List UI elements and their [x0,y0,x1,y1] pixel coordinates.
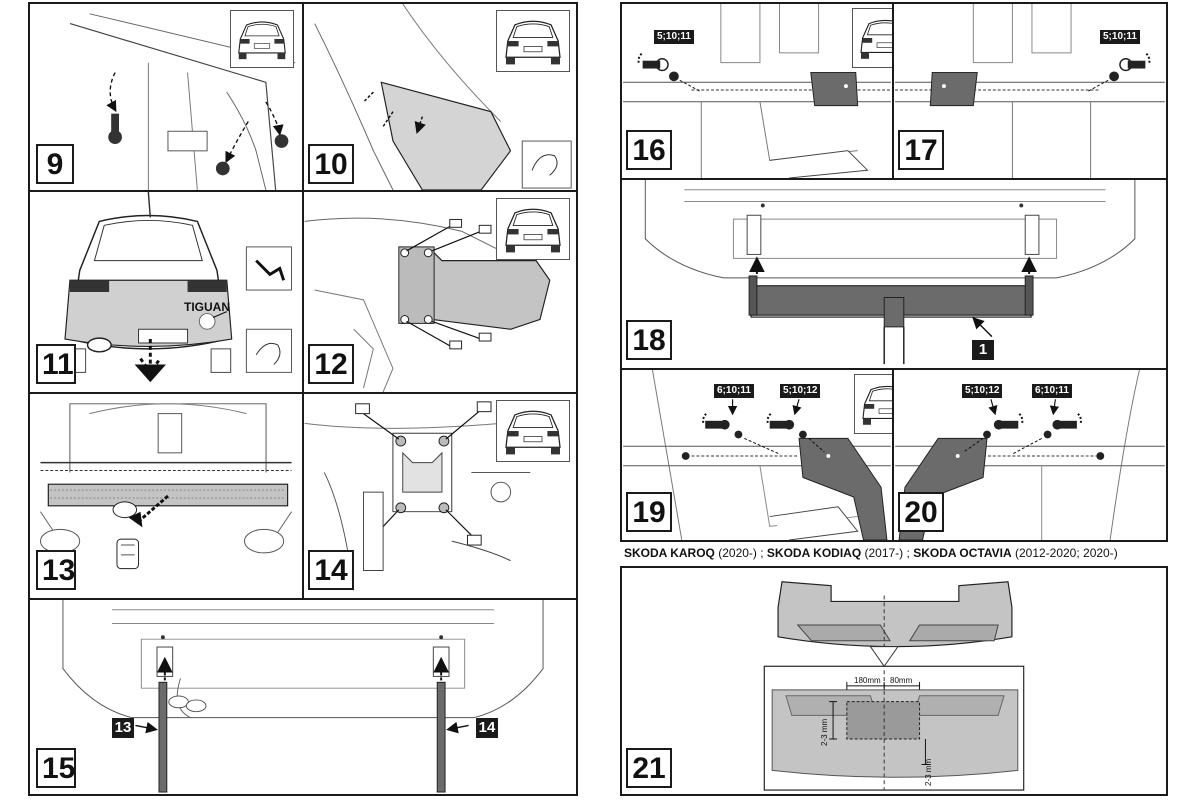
step-9-illustration [69,13,296,190]
step-10-panel: 10 [302,2,578,192]
dimension-top-gap: 2-3 mm [820,718,829,746]
vehicle-models-heading: SKODA KAROQ (2020-) ; SKODA KODIAQ (2017… [624,546,1118,560]
step-11-panel: TIGUAN 11 [28,190,304,394]
karoq-name: SKODA KAROQ [624,546,715,560]
step-number: 15 [36,748,76,788]
step-number: 9 [36,144,74,184]
bolt-set-label: 6;10;11 [1032,384,1072,398]
car-thumbnail [230,10,294,68]
part-14-label: 14 [476,718,498,738]
kodiaq-name: SKODA KODIAQ [766,546,862,560]
dimension-left-width: 180mm [854,676,881,685]
step-13-panel: 13 [28,392,304,600]
step-10-illustration [314,4,572,190]
step-14-panel: 14 [302,392,578,600]
step-number: 20 [898,492,944,532]
step-20-panel: 5;10;12 6;10;11 20 [892,368,1168,542]
step-16-illustration [623,4,891,178]
tiguan-label: TIGUAN [184,300,230,314]
step-number: 16 [626,130,672,170]
car-thumbnail [854,374,892,434]
step-12-panel: 12 [302,190,578,394]
part-13-label: 13 [112,718,134,738]
dimension-bottom-gap: 2-3 mm [924,758,933,786]
car-thumbnail [496,198,570,260]
step-number: 12 [308,344,354,384]
kodiaq-years: (2017-) ; [861,546,914,560]
bolt-set-label: 5;10;12 [780,384,821,398]
step-18-illustration [644,180,1136,365]
step-number: 13 [36,550,76,590]
step-21-illustration [763,581,1025,791]
step-9-panel: 9 [28,2,304,192]
karoq-years: (2020-) ; [714,546,767,560]
step-17-illustration [895,4,1165,178]
octavia-name: SKODA OCTAVIA [913,546,1012,560]
step-number: 11 [36,344,76,384]
step-number: 18 [626,320,672,360]
step-13-illustration [39,403,292,570]
car-thumbnail [852,8,892,68]
step-15-illustration [62,600,544,793]
step-number: 19 [626,492,672,532]
bolt-set-label: 5;10;11 [1100,30,1140,44]
step-11-illustration [64,192,292,383]
step-21-panel: 180mm 80mm 2-3 mm 2-3 mm 21 [620,566,1168,796]
dimension-right-width: 80mm [890,676,913,685]
step-19-illustration [623,370,891,540]
octavia-years: (2012-2020; 2020-) [1011,546,1118,560]
step-number: 14 [308,550,354,590]
bolt-set-label: 5;10;11 [654,30,694,44]
car-thumbnail [496,400,570,462]
step-16-panel: 5;10;11 16 [620,2,894,180]
step-19-panel: 6;10;11 5;10;12 19 [620,368,894,542]
step-18-panel: 1 18 [620,178,1168,370]
part-1-label: 1 [972,340,994,360]
step-14-illustration [304,401,531,591]
step-15-panel: 13 14 15 [28,598,578,796]
step-number: 10 [308,144,354,184]
bolt-set-label: 5;10;12 [962,384,1003,398]
step-12-illustration [304,217,551,392]
step-number: 21 [626,748,672,788]
step-17-panel: 5;10;11 17 [892,2,1168,180]
bolt-set-label: 6;10;11 [714,384,754,398]
car-thumbnail [496,10,570,72]
step-number: 17 [898,130,944,170]
